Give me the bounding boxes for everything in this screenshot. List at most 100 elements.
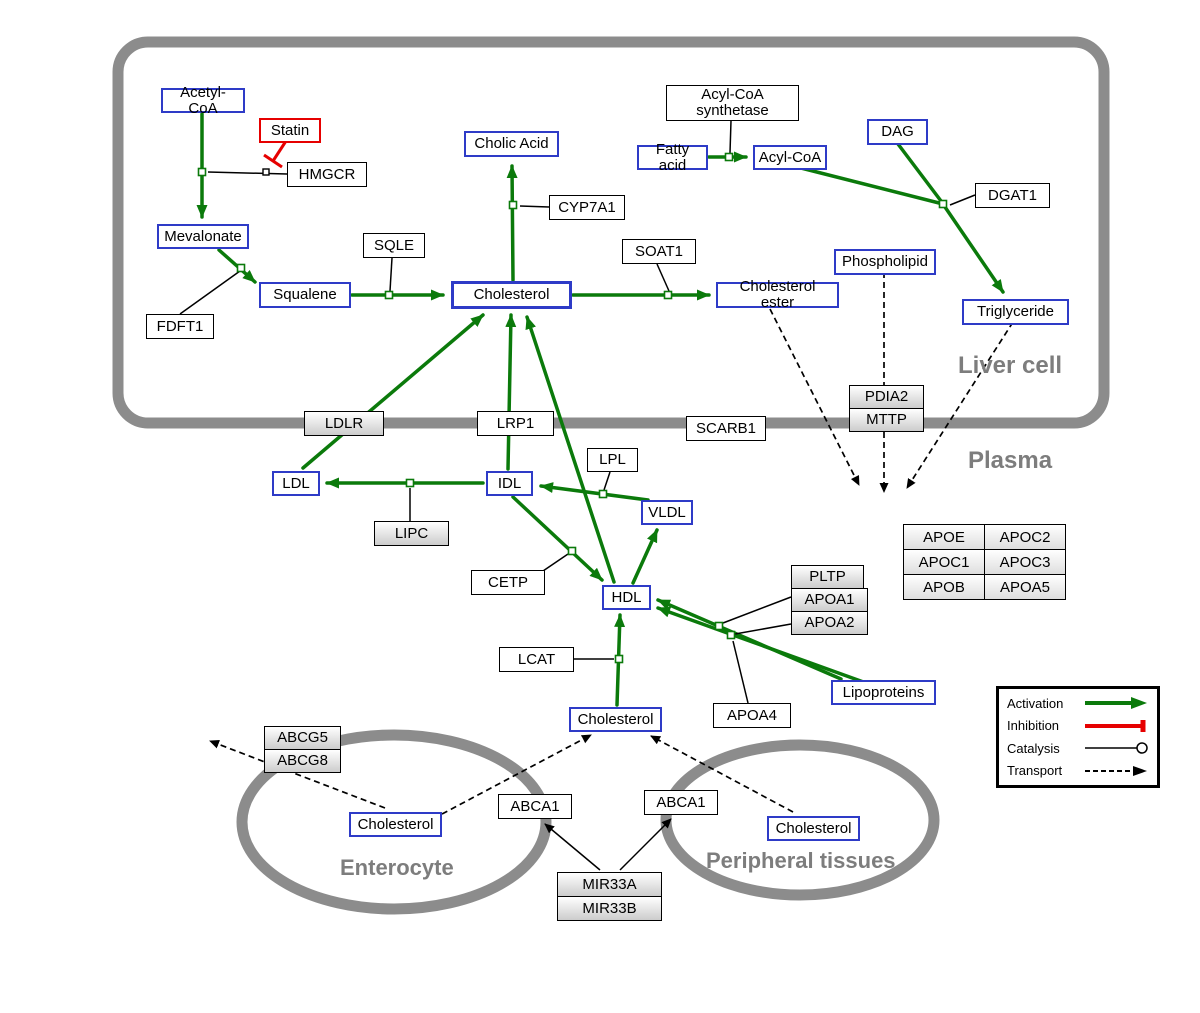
node-cholesterol-liver[interactable]: Cholesterol [451,281,572,309]
node-triglyceride[interactable]: Triglyceride [962,299,1069,325]
anchor-lcat [614,654,624,664]
edge-catalysis-acylcoasynthetase [729,120,732,154]
edge-catalysis-cyp7a1 [519,205,550,208]
edge-transport-enterocyte-cholesterol [441,734,592,815]
edge-catalysis-apoa4 [732,640,749,704]
node-cholic-acid[interactable]: Cholic Acid [464,131,559,157]
edge-dag-junction [896,142,943,203]
node-lipoproteins[interactable]: Lipoproteins [831,680,936,705]
node-apob[interactable]: APOB [903,574,985,600]
edge-catalysis-sqle [389,257,393,292]
liver-cell-label: Liver cell [958,352,1063,379]
node-abca1-right[interactable]: ABCA1 [644,790,718,815]
node-abcg8[interactable]: ABCG8 [264,749,341,773]
edge-hdl-cholesterol-liver [525,315,616,584]
node-phospholipid[interactable]: Phospholipid [834,249,936,275]
node-cholesterol-enterocyte[interactable]: Cholesterol [349,812,442,837]
edge-transport-triglyceride-plasma [906,321,1014,489]
node-ldlr[interactable]: LDLR [304,411,384,436]
node-scarb1[interactable]: SCARB1 [686,416,766,441]
node-lcat[interactable]: LCAT [499,647,574,672]
node-idl[interactable]: IDL [486,471,533,496]
node-ldl[interactable]: LDL [272,471,320,496]
node-acyl-coa[interactable]: Acyl-CoA [753,145,827,170]
enterocyte-label: Enterocyte [340,855,454,880]
node-lipc[interactable]: LIPC [374,521,449,546]
catalysis-circle-icon [1085,742,1148,754]
legend: Activation Inhibition Catalysis Transpor… [996,686,1160,788]
node-sqle[interactable]: SQLE [363,233,425,258]
node-apoc3[interactable]: APOC3 [984,549,1066,575]
edge-lipoproteins-hdl-2 [656,606,871,686]
legend-inhibition-label: Inhibition [1007,718,1060,734]
anchor-sqle [384,290,394,300]
edge-catalysis-soat1 [656,263,670,292]
edge-hdl-vldl [631,528,659,585]
node-vldl[interactable]: VLDL [641,500,693,525]
node-cholesterol-plasma[interactable]: Cholesterol [569,707,662,732]
node-abcg5[interactable]: ABCG5 [264,726,341,750]
node-dag[interactable]: DAG [867,119,928,145]
edge-mir33-abca1-left [544,823,601,871]
node-fdft1[interactable]: FDFT1 [146,314,214,339]
node-cholesterol-peripheral[interactable]: Cholesterol [767,816,860,841]
node-mevalonate[interactable]: Mevalonate [157,224,249,249]
anchor-fdft1 [236,263,246,273]
legend-inhibition-row: Inhibition [1007,718,1149,733]
edge-mir33-abca1-right [619,818,672,871]
anchor-statin-inhibition [262,168,270,176]
node-fatty-acid[interactable]: Fatty acid [637,141,708,173]
node-cholesterol-ester[interactable]: Cholesterol ester [716,279,839,310]
node-cyp7a1[interactable]: CYP7A1 [549,195,625,220]
node-pdia2[interactable]: PDIA2 [849,385,924,409]
node-dgat1[interactable]: DGAT1 [975,183,1050,208]
legend-transport-label: Transport [1007,763,1063,779]
anchor-cyp7a1 [508,200,518,210]
edge-junction-triglyceride [943,205,1005,294]
node-lpl[interactable]: LPL [587,448,638,472]
anchor-acylcoasynthetase [724,152,734,162]
anchor-apoa2 [726,630,736,640]
node-apoa5[interactable]: APOA5 [984,574,1066,600]
node-cetp[interactable]: CETP [471,570,545,595]
node-mttp[interactable]: MTTP [849,408,924,432]
edge-idl-cholesterol [505,313,517,471]
node-statin[interactable]: Statin [259,118,321,143]
node-apoa1[interactable]: APOA1 [791,588,868,612]
node-apoc1[interactable]: APOC1 [903,549,985,575]
anchor-soat1 [663,290,673,300]
anchor-cetp [567,546,577,556]
node-squalene[interactable]: Squalene [259,282,351,308]
node-hmgcr[interactable]: HMGCR [287,162,367,187]
edge-transport-abcg-efflux [209,740,386,809]
node-acetyl-coa[interactable]: Acetyl-CoA [161,84,245,116]
liver-cell-membrane [112,36,1110,429]
anchor-lpl [598,489,608,499]
node-mir33b[interactable]: MIR33B [557,896,662,921]
edge-inhibition-statin [271,140,288,162]
node-apoe[interactable]: APOE [903,524,985,550]
edge-catalysis-hmgcr [207,171,288,175]
node-apoc2[interactable]: APOC2 [984,524,1066,550]
edge-inhibition-statin-tbar [263,153,283,169]
anchor-apoa1 [714,621,724,631]
activation-arrow-icon [1085,697,1147,710]
edge-catalysis-cetp [542,553,569,572]
node-abca1-left[interactable]: ABCA1 [498,794,572,819]
edge-catalysis-lpl [603,471,611,491]
legend-catalysis-row: Catalysis [1007,741,1149,756]
node-mir33a[interactable]: MIR33A [557,872,662,897]
edge-idl-hdl [511,495,604,582]
node-acyl-coa-synthetase[interactable]: Acyl-CoA synthetase [666,85,799,121]
apolipoprotein-table: APOE APOC2 APOC1 APOC3 APOB APOA5 [903,524,1066,600]
node-hdl[interactable]: HDL [602,585,651,610]
anchor-lipc [405,478,415,488]
node-apoa2[interactable]: APOA2 [791,611,868,635]
node-soat1[interactable]: SOAT1 [622,239,696,264]
node-apoa4[interactable]: APOA4 [713,703,791,728]
legend-activation-label: Activation [1007,695,1064,711]
node-pltp[interactable]: PLTP [791,565,864,589]
node-lrp1[interactable]: LRP1 [477,411,554,436]
transport-dashed-arrow-icon [1085,765,1147,776]
